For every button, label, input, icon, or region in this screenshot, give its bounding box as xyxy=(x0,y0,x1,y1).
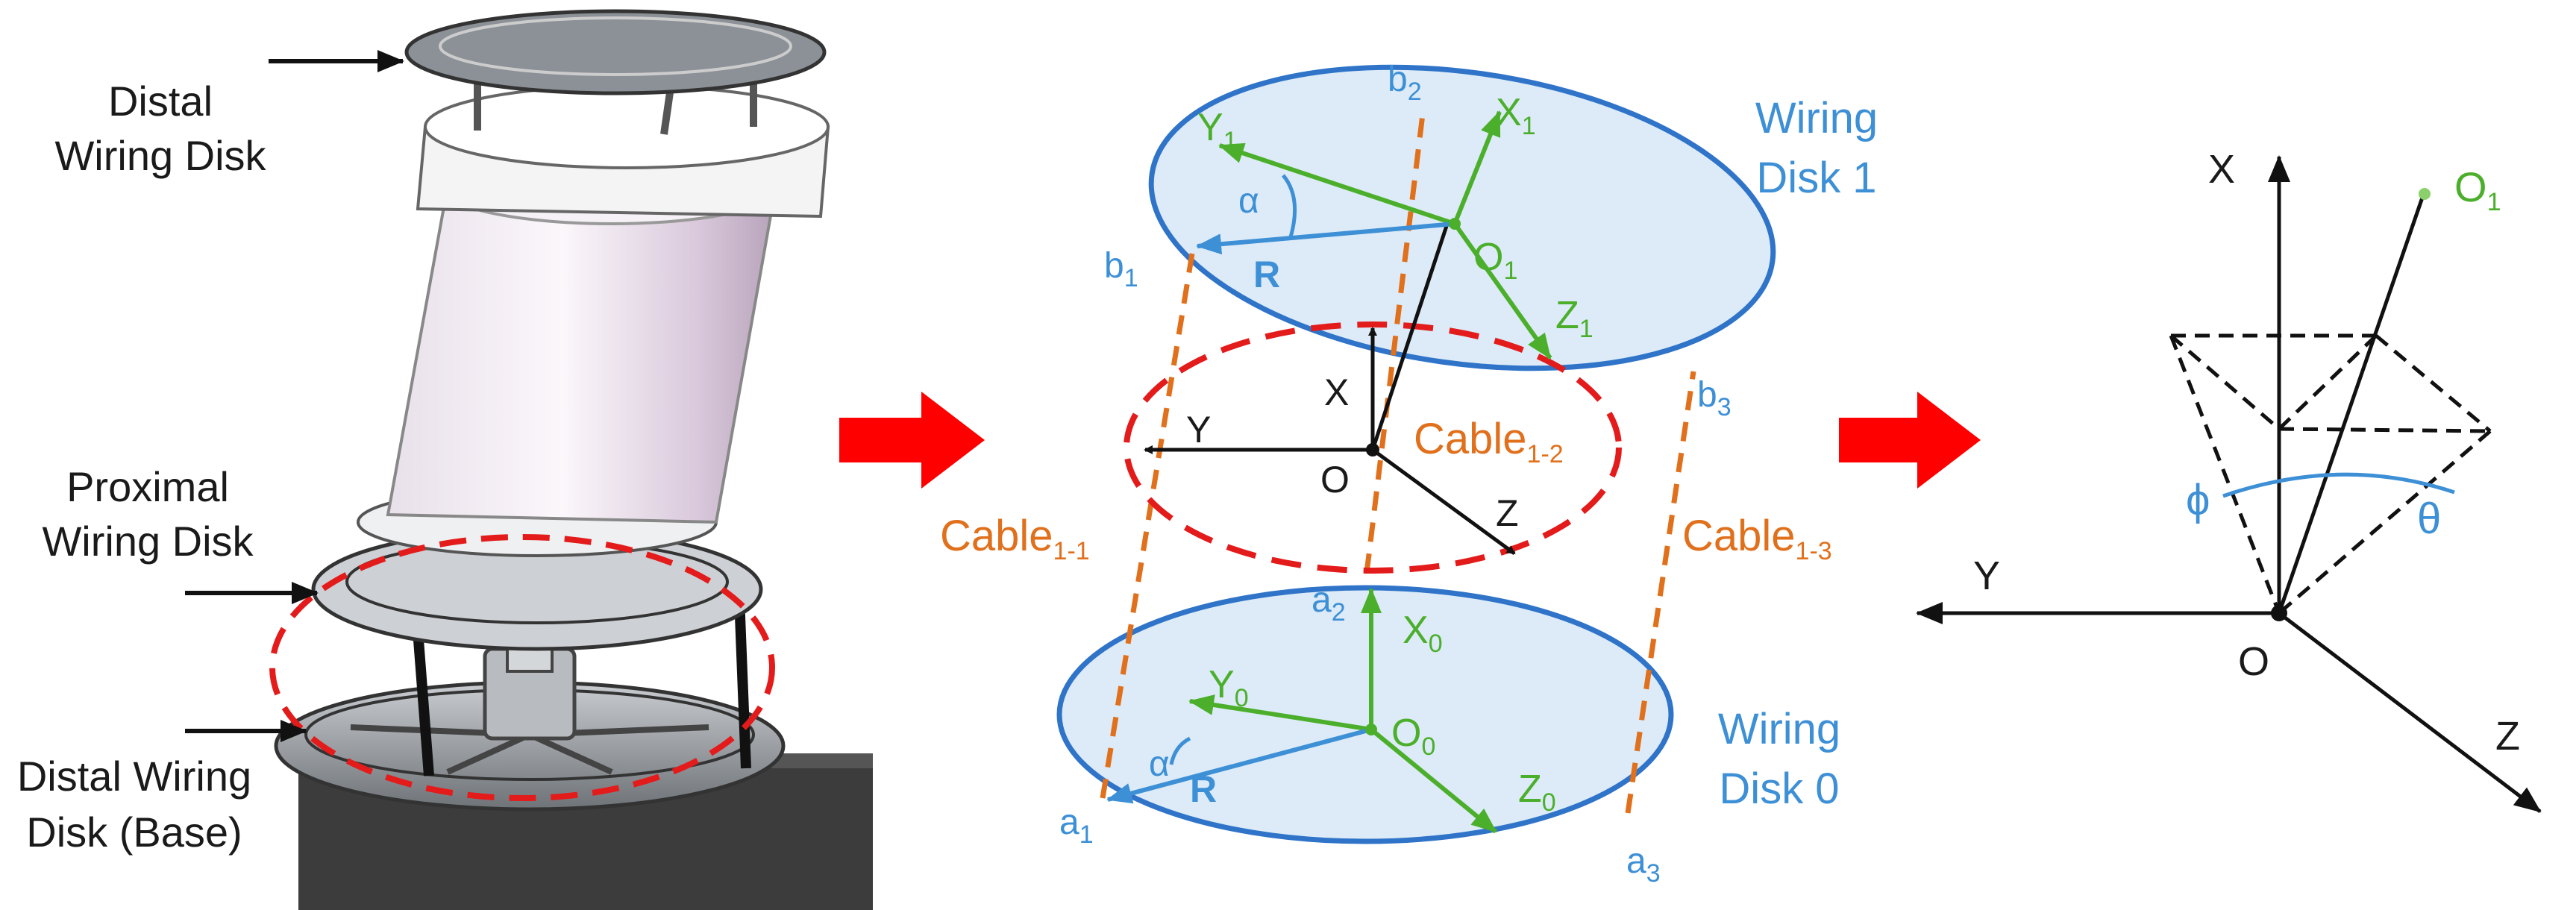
wiring-disk-1 xyxy=(1148,64,1776,371)
model-y-label: Y xyxy=(1186,409,1211,451)
theta-label: θ xyxy=(2417,495,2441,543)
angles-x-label: X xyxy=(2208,147,2235,192)
b2-label: b2 xyxy=(1388,60,1422,106)
base-disk-label-1: Distal Wiring xyxy=(17,753,251,800)
phi-theta-arc xyxy=(2222,472,2455,498)
angles-z-label: Z xyxy=(2495,714,2520,759)
y0-label: Y0 xyxy=(1209,663,1249,712)
disk0-label-2: Disk 0 xyxy=(1719,765,1839,813)
o1-label: O1 xyxy=(1473,236,1517,285)
z1-label: Z1 xyxy=(1555,294,1593,343)
alpha1-arc xyxy=(1282,174,1297,238)
alpha0-label: α xyxy=(1149,744,1170,784)
distal-disk-label-1: Distal xyxy=(108,78,213,125)
bending-region xyxy=(1124,321,1622,574)
disk1-label-2: Disk 1 xyxy=(1756,154,1876,202)
b1-label: b1 xyxy=(1104,246,1138,292)
robot-render xyxy=(269,9,873,910)
cable-1-3 xyxy=(1625,371,1696,814)
r1-label: R xyxy=(1253,254,1280,295)
flow-arrow-1 xyxy=(839,392,985,489)
angle-cone xyxy=(2169,333,2492,615)
x1-axis xyxy=(1452,110,1502,225)
frame-o-z-axis xyxy=(1371,448,1516,556)
o-to-o1-link xyxy=(1370,223,1450,451)
phi-label: ϕ xyxy=(2186,476,2210,524)
angles-z-axis xyxy=(2278,612,2542,813)
angles-o1-label: O1 xyxy=(2454,163,2501,216)
disk1-label-1: Wiring xyxy=(1755,94,1878,142)
a3-label: a3 xyxy=(1626,841,1661,888)
r1-vector xyxy=(1196,222,1455,255)
alpha0-arc xyxy=(1169,736,1191,765)
cable-1-1-label: Cable1-1 xyxy=(940,512,1090,565)
a1-label: a1 xyxy=(1059,803,1094,849)
cable-1-3-label: Cable1-3 xyxy=(1682,512,1832,565)
model-z-label: Z xyxy=(1496,492,1519,534)
model-x-label: X xyxy=(1324,371,1349,413)
y1-label: Y1 xyxy=(1197,106,1238,155)
z0-label: Z0 xyxy=(1518,768,1556,817)
o0-point xyxy=(1365,724,1377,735)
flow-arrow-2 xyxy=(1839,392,1981,489)
o-to-o1-vector xyxy=(2277,195,2425,614)
z0-axis xyxy=(1370,727,1497,834)
x0-label: X0 xyxy=(1403,609,1443,658)
wiring-disk-0 xyxy=(1056,585,1674,844)
alpha1-label: α xyxy=(1238,181,1259,221)
model-origin-label: O xyxy=(1320,459,1350,501)
z1-axis xyxy=(1452,222,1552,360)
cable-1-2 xyxy=(1364,107,1426,574)
disk0-label-1: Wiring xyxy=(1718,705,1840,753)
angles-y-label: Y xyxy=(1973,553,2000,598)
y0-axis xyxy=(1188,694,1372,732)
a2-label: a2 xyxy=(1311,580,1346,627)
distal-disk-label-2: Wiring Disk xyxy=(54,132,266,179)
proximal-disk-label-1: Proximal xyxy=(66,463,229,510)
b3-label: b3 xyxy=(1697,375,1732,421)
base-disk-label-2: Disk (Base) xyxy=(26,809,242,856)
o1-point xyxy=(1449,218,1461,230)
origin-point xyxy=(1366,443,1379,456)
angles-o1-point xyxy=(2419,188,2431,200)
r0-vector xyxy=(1106,727,1372,804)
o0-label: O0 xyxy=(1391,712,1435,761)
proximal-disk-label-2: Wiring Disk xyxy=(42,518,254,565)
angles-origin-point xyxy=(2271,605,2287,621)
y1-axis xyxy=(1218,142,1455,226)
r0-label: R xyxy=(1190,768,1217,810)
x1-label: X1 xyxy=(1496,91,1536,140)
cable-1-2-label: Cable1-2 xyxy=(1414,415,1564,468)
angles-origin-label: O xyxy=(2238,639,2269,684)
